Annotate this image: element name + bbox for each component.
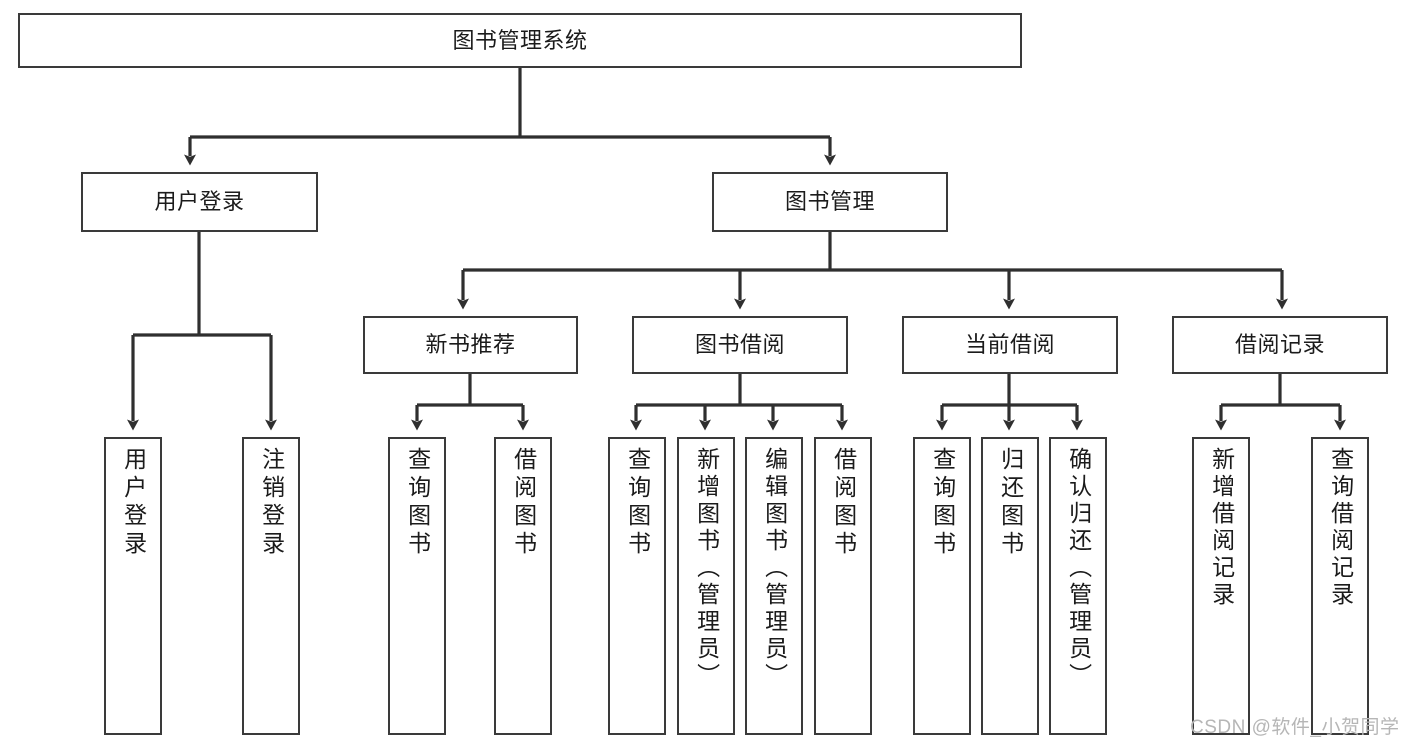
node-leaf-edit-book-admin[interactable]: 编辑图书（管理员） bbox=[745, 437, 803, 735]
node-leaf-query-book-3-label: 查询图书 bbox=[929, 447, 956, 559]
node-new-book-recommend-label: 新书推荐 bbox=[425, 332, 516, 358]
node-leaf-add-borrow-record-label: 新增借阅记录 bbox=[1208, 447, 1235, 609]
node-leaf-query-book-2[interactable]: 查询图书 bbox=[608, 437, 666, 735]
node-leaf-return-book-label: 归还图书 bbox=[997, 447, 1024, 559]
node-leaf-add-borrow-record[interactable]: 新增借阅记录 bbox=[1192, 437, 1250, 735]
node-leaf-edit-book-admin-label: 编辑图书（管理员） bbox=[761, 447, 788, 690]
node-leaf-query-borrow-record-label: 查询借阅记录 bbox=[1327, 447, 1354, 609]
csdn-watermark: CSDN @软件_小贺同学 bbox=[1190, 717, 1400, 738]
node-book-manage-label: 图书管理 bbox=[784, 189, 875, 215]
node-leaf-logout-login-label: 注销登录 bbox=[258, 447, 285, 559]
node-leaf-borrow-book-2-label: 借阅图书 bbox=[830, 447, 857, 559]
node-root-label: 图书管理系统 bbox=[452, 27, 588, 53]
node-leaf-add-book-admin-label: 新增图书（管理员） bbox=[693, 447, 720, 690]
node-book-manage[interactable]: 图书管理 bbox=[712, 172, 948, 232]
node-leaf-user-login-label: 用户登录 bbox=[120, 447, 147, 559]
node-leaf-logout-login[interactable]: 注销登录 bbox=[242, 437, 300, 735]
node-leaf-query-book-1[interactable]: 查询图书 bbox=[388, 437, 446, 735]
node-leaf-query-book-1-label: 查询图书 bbox=[404, 447, 431, 559]
node-user-login[interactable]: 用户登录 bbox=[81, 172, 318, 232]
node-leaf-add-book-admin[interactable]: 新增图书（管理员） bbox=[677, 437, 735, 735]
node-current-borrow[interactable]: 当前借阅 bbox=[902, 316, 1118, 374]
node-leaf-query-book-3[interactable]: 查询图书 bbox=[913, 437, 971, 735]
node-leaf-confirm-return-admin-label: 确认归还（管理员） bbox=[1065, 447, 1092, 690]
node-leaf-query-book-2-label: 查询图书 bbox=[624, 447, 651, 559]
node-new-book-recommend[interactable]: 新书推荐 bbox=[363, 316, 578, 374]
node-root[interactable]: 图书管理系统 bbox=[18, 13, 1022, 68]
node-current-borrow-label: 当前借阅 bbox=[964, 332, 1055, 358]
node-leaf-confirm-return-admin[interactable]: 确认归还（管理员） bbox=[1049, 437, 1107, 735]
node-leaf-user-login[interactable]: 用户登录 bbox=[104, 437, 162, 735]
node-leaf-borrow-book-1-label: 借阅图书 bbox=[510, 447, 537, 559]
node-user-login-label: 用户登录 bbox=[154, 189, 245, 215]
node-leaf-borrow-book-2[interactable]: 借阅图书 bbox=[814, 437, 872, 735]
node-leaf-query-borrow-record[interactable]: 查询借阅记录 bbox=[1311, 437, 1369, 735]
node-book-borrow[interactable]: 图书借阅 bbox=[632, 316, 848, 374]
node-book-borrow-label: 图书借阅 bbox=[694, 332, 785, 358]
node-borrow-record[interactable]: 借阅记录 bbox=[1172, 316, 1388, 374]
node-leaf-return-book[interactable]: 归还图书 bbox=[981, 437, 1039, 735]
node-leaf-borrow-book-1[interactable]: 借阅图书 bbox=[494, 437, 552, 735]
node-borrow-record-label: 借阅记录 bbox=[1234, 332, 1325, 358]
